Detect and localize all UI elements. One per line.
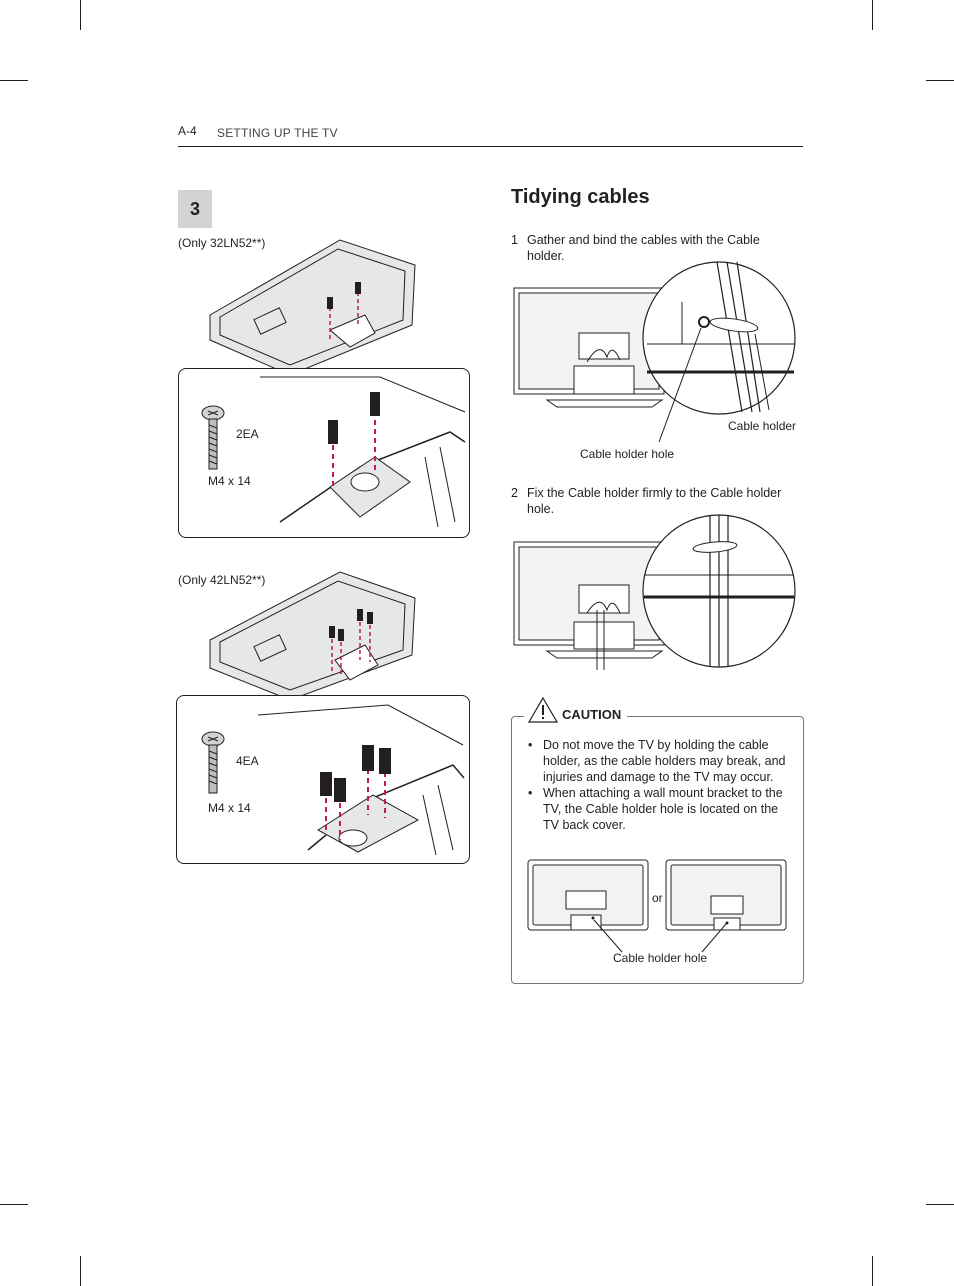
crop-mark bbox=[872, 1256, 873, 1286]
caution-bullet: When attaching a wall mount bracket to t… bbox=[527, 785, 792, 833]
screw-icon bbox=[201, 731, 225, 794]
crop-mark bbox=[0, 80, 28, 81]
screw-count: 4EA bbox=[236, 754, 259, 768]
caution-bullet: Do not move the TV by holding the cable … bbox=[527, 737, 792, 785]
screw-icon bbox=[201, 405, 225, 470]
screw-count: 2EA bbox=[236, 427, 259, 441]
detail-bubble-32 bbox=[178, 368, 470, 538]
instruction-step-1: 1 Gather and bind the cables with the Ca… bbox=[511, 232, 801, 266]
tv-back-illustration-32 bbox=[209, 239, 416, 376]
tv-back-comparison-illustration bbox=[527, 859, 787, 953]
caution-bullet-list: Do not move the TV by holding the cable … bbox=[527, 737, 792, 833]
stand-detail-illustration-42 bbox=[257, 704, 465, 856]
section-heading: Tidying cables bbox=[511, 186, 650, 208]
header-rule bbox=[178, 146, 803, 147]
tv-back-illustration-42 bbox=[209, 571, 416, 701]
cable-holder-hole-label: Cable holder hole bbox=[580, 447, 675, 461]
caution-box bbox=[511, 716, 804, 984]
step-number-badge: 3 bbox=[178, 190, 212, 228]
cable-holder-label: Cable holder bbox=[728, 419, 797, 433]
screw-size: M4 x 14 bbox=[208, 801, 251, 815]
crop-mark bbox=[80, 1256, 81, 1286]
crop-mark bbox=[0, 1204, 28, 1205]
or-label: or bbox=[652, 891, 663, 905]
model-note-32: (Only 32LN52**) bbox=[178, 236, 266, 250]
caution-heading: CAUTION bbox=[524, 696, 628, 723]
cable-fix-illustration bbox=[513, 514, 796, 670]
section-title: SETTING UP THE TV bbox=[217, 126, 338, 140]
step-text: Fix the Cable holder firmly to the Cable… bbox=[527, 486, 782, 516]
crop-mark bbox=[872, 0, 873, 30]
crop-mark bbox=[926, 1204, 954, 1205]
page-number: A-4 bbox=[178, 124, 197, 138]
crop-mark bbox=[80, 0, 81, 30]
instruction-step-2: 2 Fix the Cable holder firmly to the Cab… bbox=[511, 485, 801, 519]
caution-hole-label: Cable holder hole bbox=[613, 951, 708, 965]
model-note-42: (Only 42LN52**) bbox=[178, 573, 266, 587]
warning-icon bbox=[527, 696, 559, 723]
screw-size: M4 x 14 bbox=[208, 474, 251, 488]
step-number: 2 bbox=[511, 486, 518, 500]
cable-gather-illustration bbox=[513, 261, 796, 443]
crop-mark bbox=[926, 80, 954, 81]
step-number: 1 bbox=[511, 233, 518, 247]
step-text: Gather and bind the cables with the Cabl… bbox=[527, 233, 760, 263]
caution-label: CAUTION bbox=[562, 707, 622, 722]
stand-detail-illustration-32 bbox=[260, 376, 466, 528]
